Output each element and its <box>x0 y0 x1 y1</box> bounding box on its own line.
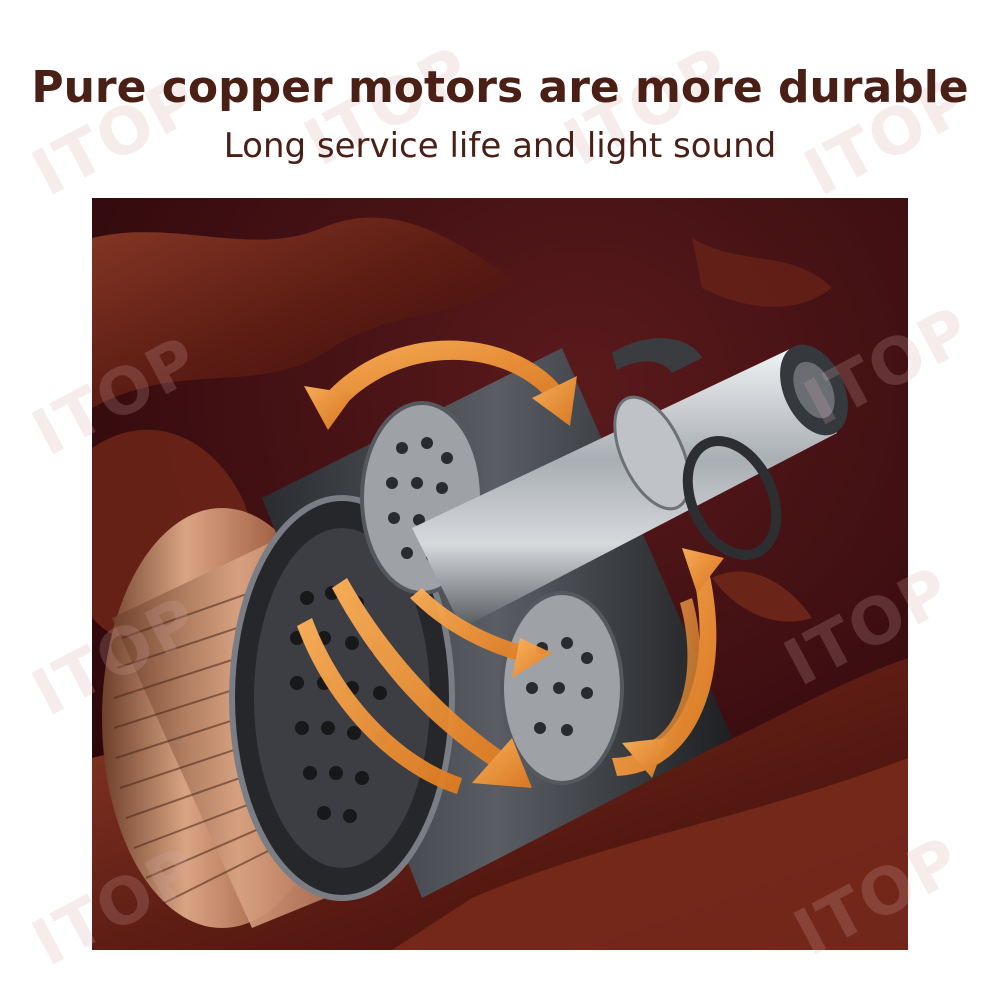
headline: Pure copper motors are more durable <box>31 62 969 113</box>
rotation-arrows <box>297 340 724 794</box>
motor-illustration <box>92 198 908 950</box>
steel-shaft <box>412 338 848 628</box>
subheadline: Long service life and light sound <box>223 126 777 166</box>
motor-product-image <box>92 198 908 950</box>
